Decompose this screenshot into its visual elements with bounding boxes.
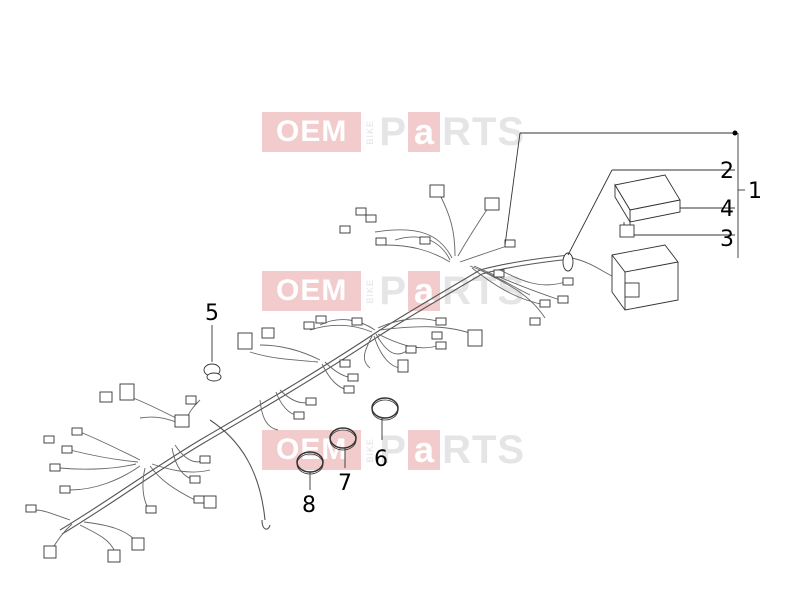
harness-upper-cluster: [339, 184, 574, 326]
callout-5: 5: [205, 301, 219, 326]
watermark-oem: OEM: [262, 430, 362, 470]
clamp-part-5: [203, 363, 222, 382]
watermark-oem: OEM: [262, 112, 362, 152]
relay-box: [611, 244, 679, 311]
callout-3: 3: [720, 227, 734, 252]
fuse-part-3: [619, 222, 635, 238]
clip-part-2: [562, 252, 574, 272]
watermark-top: OEM BIKE P a RTS: [262, 112, 525, 152]
watermark-rts: RTS: [442, 428, 526, 472]
watermark-p: P: [379, 110, 407, 154]
callout-4: 4: [720, 197, 734, 222]
watermark-bottom: OEM BIKE P a RTS: [262, 430, 525, 470]
watermark-rts: RTS: [442, 269, 526, 313]
harness-middle-cluster: [303, 315, 483, 373]
control-unit-part-4: [614, 174, 681, 224]
leader-lines: [211, 130, 745, 490]
harness-lower-middle-cluster: [237, 327, 359, 431]
watermark-p: P: [379, 269, 407, 313]
main-wiring-harness: [59, 254, 613, 535]
ring-clamp-part-8: [296, 451, 324, 475]
ring-clamp-part-6: [371, 397, 399, 421]
watermark-a: a: [408, 112, 441, 152]
ring-clamp-part-7: [329, 427, 357, 451]
callout-8: 8: [302, 493, 316, 518]
watermark-oem: OEM: [262, 271, 362, 311]
watermark-p: P: [379, 428, 407, 472]
callout-labels: 1 2 3 4 5 6 7 8: [205, 159, 762, 518]
watermark-a: a: [408, 430, 441, 470]
callout-2: 2: [720, 159, 734, 184]
callout-7: 7: [338, 471, 352, 496]
callout-6: 6: [374, 447, 388, 472]
harness-left-cluster: [25, 383, 217, 563]
callout-1: 1: [748, 179, 762, 204]
watermark-rts: RTS: [442, 110, 526, 154]
